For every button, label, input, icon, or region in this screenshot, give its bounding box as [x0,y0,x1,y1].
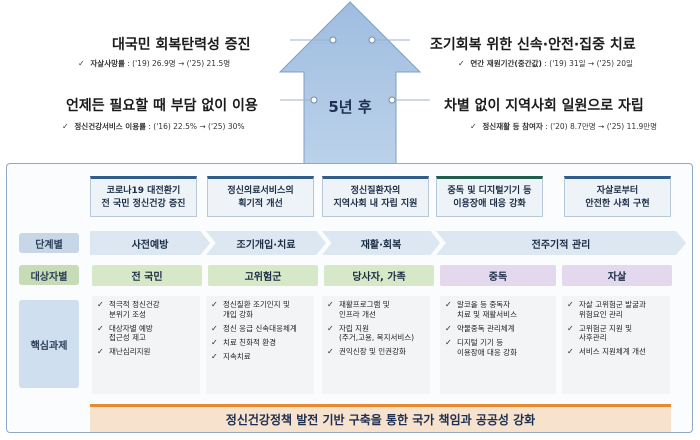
check-icon: ✓ [445,323,452,333]
core-task-item: ✓자살 고위험군 발굴과 위험요인 관리 [567,300,646,319]
check-icon: ✓ [567,300,574,309]
core-task-item: ✓약물중독 관리체계 [445,323,515,333]
goal-title-resilience: 대국민 회복탄력성 증진 [112,37,251,53]
core-task-item: ✓정신 응급 신속대응체계 [211,323,297,333]
core-tasks-column-1: ✓적극적 정신건강 분위기 조성 ✓대상자별 예방 접근성 제고 ✓재난심리지원 [92,296,200,394]
check-icon: ✓ [327,300,334,309]
core-task-item: ✓재난심리지원 [97,347,151,356]
goal-title-early-recovery: 조기회복 위한 신속·안전·집중 치료 [430,37,636,53]
five-years-later-label: 5년 후 [328,98,372,116]
core-task-item: ✓알코올 등 중독자 치료 및 재활서비스 [445,300,517,319]
target-general-public: 전 국민 [92,265,202,286]
task-addiction-response: 중독 및 디지털기기 등 이용장애 대응 강화 [436,176,543,217]
goal-indicator-access: ✓ 정신건강서비스 이용률 : ('16) 22.5% → ('25) 30% [62,122,245,131]
check-icon: ✓ [445,300,452,309]
core-task-item: ✓서비스 지원체계 개선 [567,347,646,356]
row-label-target: 대상자별 [19,265,79,285]
core-task-item: ✓고위험군 지원 및 사후관리 [567,323,633,343]
check-icon: ✓ [470,122,477,131]
check-icon: ✓ [97,347,104,356]
core-tasks-column-3: ✓재활프로그램 및 인프라 개선 ✓자립 지원 (주거,고용, 복지서비스) ✓… [322,296,430,394]
row-label-core: 핵심과제 [19,300,79,388]
task-community-independence: 정신질환자의 지역사회 내 자립 지원 [322,176,429,217]
core-tasks-column-5: ✓자살 고위험군 발굴과 위험요인 관리 ✓고위험군 지원 및 사후관리 ✓서비… [562,296,670,394]
core-task-item: ✓지속치료 [211,352,251,362]
core-task-item: ✓재활프로그램 및 인프라 개선 [327,300,390,319]
core-task-item: ✓정신질환 조기인지 및 개입 강화 [211,300,290,319]
task-mental-health-promotion: 코로나19 대전환기 전 국민 정신건강 증진 [90,176,197,217]
check-icon: ✓ [327,323,334,333]
target-suicide: 자살 [562,265,672,286]
check-icon: ✓ [211,323,218,333]
row-label-stage: 단계별 [19,233,79,253]
growth-arrow [278,1,430,169]
check-icon: ✓ [567,323,574,333]
target-patients-family: 당사자, 가족 [324,265,434,286]
stage-lifecycle-management: 전주기적 관리 [436,231,686,255]
core-task-item: ✓자립 지원 (주거,고용, 복지서비스) [327,323,415,343]
core-task-item: ✓디지털 기기 등 이용장애 대응 강화 [445,337,517,357]
check-icon: ✓ [327,347,334,356]
foundation-banner: 정신건강정책 발전 기반 구축을 통한 국가 책임과 공공성 강화 [90,404,671,432]
goal-indicator-early-recovery: ✓ 연간 재원기간(중간값) : ('19) 31일 → ('25) 20일 [458,59,633,68]
check-icon: ✓ [445,337,452,347]
check-icon: ✓ [62,122,69,131]
stage-rehabilitation: 재활·회복 [322,231,440,255]
core-tasks-column-4: ✓알코올 등 중독자 치료 및 재활서비스 ✓약물중독 관리체계 ✓디지털 기기… [440,296,556,394]
task-psychiatric-service-improvement: 정신의료서비스의 획기적 개선 [207,176,314,217]
goal-title-access: 언제든 필요할 때 부담 없이 이용 [66,98,258,114]
check-icon: ✓ [567,347,574,356]
check-icon: ✓ [458,59,465,68]
check-icon: ✓ [211,352,218,362]
core-task-item: ✓적극적 정신건강 분위기 조성 [97,300,160,319]
core-task-item: ✓치료 친화적 환경 [211,337,277,347]
check-icon: ✓ [78,59,85,68]
check-icon: ✓ [211,300,218,309]
check-icon: ✓ [211,337,218,347]
stage-early-intervention: 조기개입·치료 [206,231,326,255]
task-suicide-prevention: 자살로부터 안전한 사회 구현 [564,176,671,217]
core-task-item: ✓권익신장 및 인권강화 [327,347,406,356]
check-icon: ✓ [97,300,104,309]
goal-indicator-resilience: ✓ 자살사망률 : ('19) 26.9명 → ('25) 21.5명 [78,59,231,68]
target-addiction: 중독 [440,265,556,286]
core-task-item: ✓대상자별 예방 접근성 제고 [97,323,153,343]
goal-title-independence: 차별 없이 지역사회 일원으로 자립 [444,98,644,114]
target-high-risk: 고위험군 [208,265,318,286]
goal-indicator-independence: ✓ 정신재활 등 참여자 : ('20) 8.7만명 → ('25) 11.9만… [470,122,658,131]
core-tasks-column-2: ✓정신질환 조기인지 및 개입 강화 ✓정신 응급 신속대응체계 ✓치료 친화적… [206,296,314,394]
stage-prevention: 사전예방 [90,231,210,255]
check-icon: ✓ [97,323,104,333]
